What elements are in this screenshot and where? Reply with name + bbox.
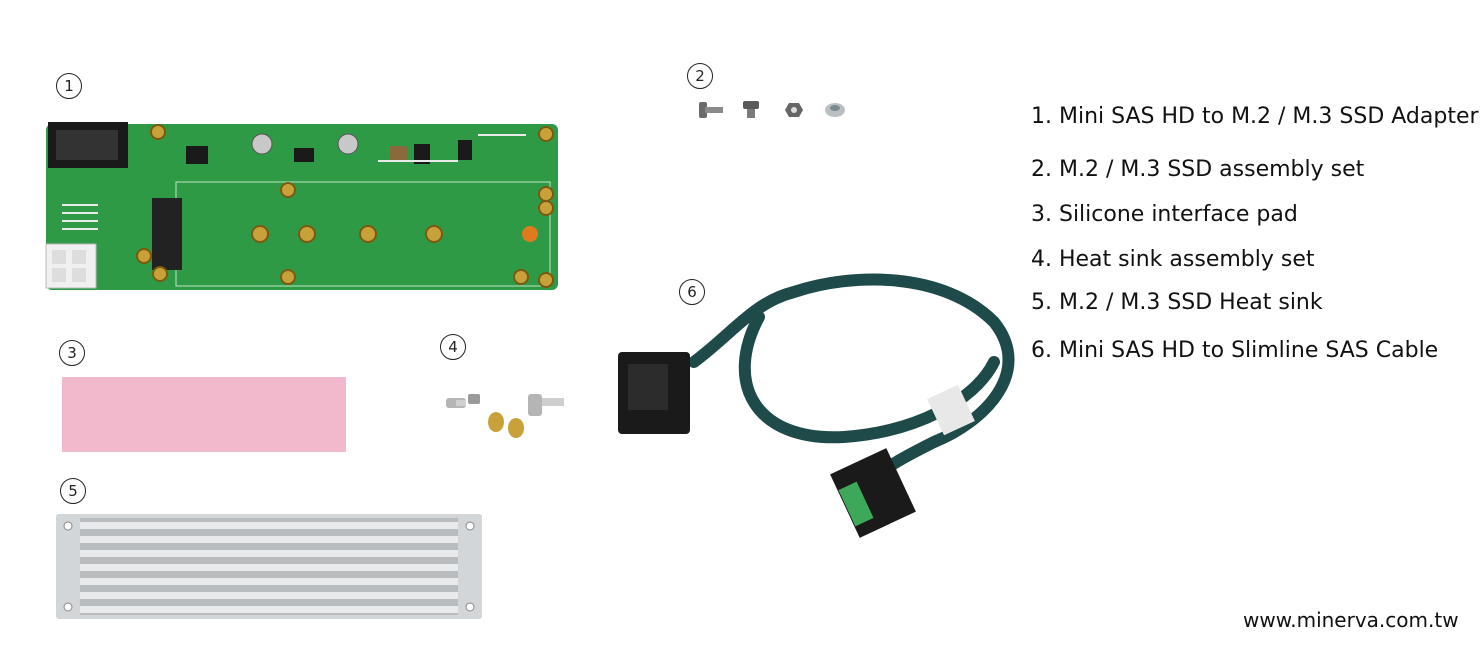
marker-2: 2 (687, 63, 713, 89)
legend-item-4: 4. Heat sink assembly set (1031, 247, 1315, 272)
legend-item-1: 1. Mini SAS HD to M.2 / M.3 SSD Adapter (1031, 104, 1479, 129)
assembly-set-image (699, 101, 845, 118)
cable-image (618, 273, 1015, 538)
legend-item-3: 3. Silicone interface pad (1031, 202, 1298, 227)
marker-1: 1 (56, 73, 82, 99)
marker-6: 6 (679, 279, 705, 305)
adapter-board-image (45, 122, 558, 290)
marker-3: 3 (59, 340, 85, 366)
legend-item-2: 2. M.2 / M.3 SSD assembly set (1031, 157, 1365, 182)
marker-4: 4 (440, 334, 466, 360)
legend-item-6: 6. Mini SAS HD to Slimline SAS Cable (1031, 338, 1439, 363)
website-url: www.minerva.com.tw (1243, 608, 1459, 632)
heatsink-image (56, 514, 482, 619)
marker-5: 5 (60, 478, 86, 504)
heatsink-assembly-set-image (446, 394, 564, 438)
legend-item-5: 5. M.2 / M.3 SSD Heat sink (1031, 290, 1323, 315)
silicone-pad-image (62, 377, 346, 452)
